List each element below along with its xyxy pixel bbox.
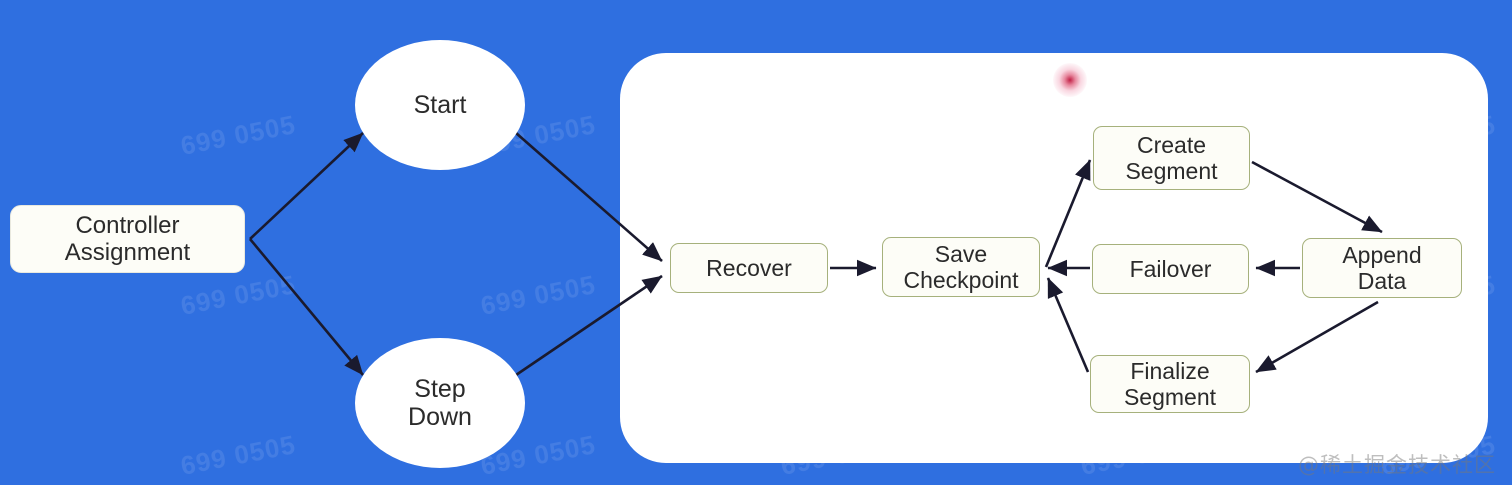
node-step-down[interactable]: Step Down — [355, 338, 525, 468]
watermark-tile: 699 0505 — [178, 429, 299, 481]
watermark-tile: 699 0505 — [478, 0, 598, 2]
node-finalize-segment[interactable]: Finalize Segment — [1090, 355, 1250, 413]
node-controller-assignment[interactable]: Controller Assignment — [10, 205, 245, 273]
node-label: Start — [413, 90, 467, 119]
edge-controller-assignment-start — [249, 132, 364, 240]
node-create-segment[interactable]: Create Segment — [1093, 126, 1250, 190]
node-label: Step Down — [408, 374, 472, 432]
watermark-tile: 699 0505 — [778, 0, 898, 2]
watermark-tile: 699 0505 — [178, 269, 299, 321]
node-start[interactable]: Start — [355, 40, 525, 170]
node-label: Create Segment — [1125, 131, 1218, 184]
node-label: Controller Assignment — [64, 211, 191, 266]
node-label: Failover — [1129, 255, 1212, 282]
edge-controller-assignment-step-down — [249, 238, 364, 376]
node-recover[interactable]: Recover — [670, 243, 828, 293]
watermark-tile: 699 0505 — [178, 109, 299, 161]
node-label: Finalize Segment — [1123, 357, 1217, 410]
watermark-tile: 699 0505 — [178, 0, 298, 2]
watermark-tile: 699 0505 — [1078, 0, 1198, 2]
watermark-tile: 699 0505 — [478, 269, 599, 321]
node-save-checkpoint[interactable]: Save Checkpoint — [882, 237, 1040, 297]
node-label: Save Checkpoint — [903, 240, 1019, 293]
click-marker — [1053, 63, 1087, 97]
node-label: Recover — [706, 254, 792, 281]
node-failover[interactable]: Failover — [1092, 244, 1249, 294]
node-append-data[interactable]: Append Data — [1302, 238, 1462, 298]
brand-watermark: @稀土掘金技术社区 — [1298, 453, 1496, 477]
node-label: Append Data — [1342, 241, 1422, 294]
watermark-tile: 699 0505 — [1378, 0, 1498, 2]
